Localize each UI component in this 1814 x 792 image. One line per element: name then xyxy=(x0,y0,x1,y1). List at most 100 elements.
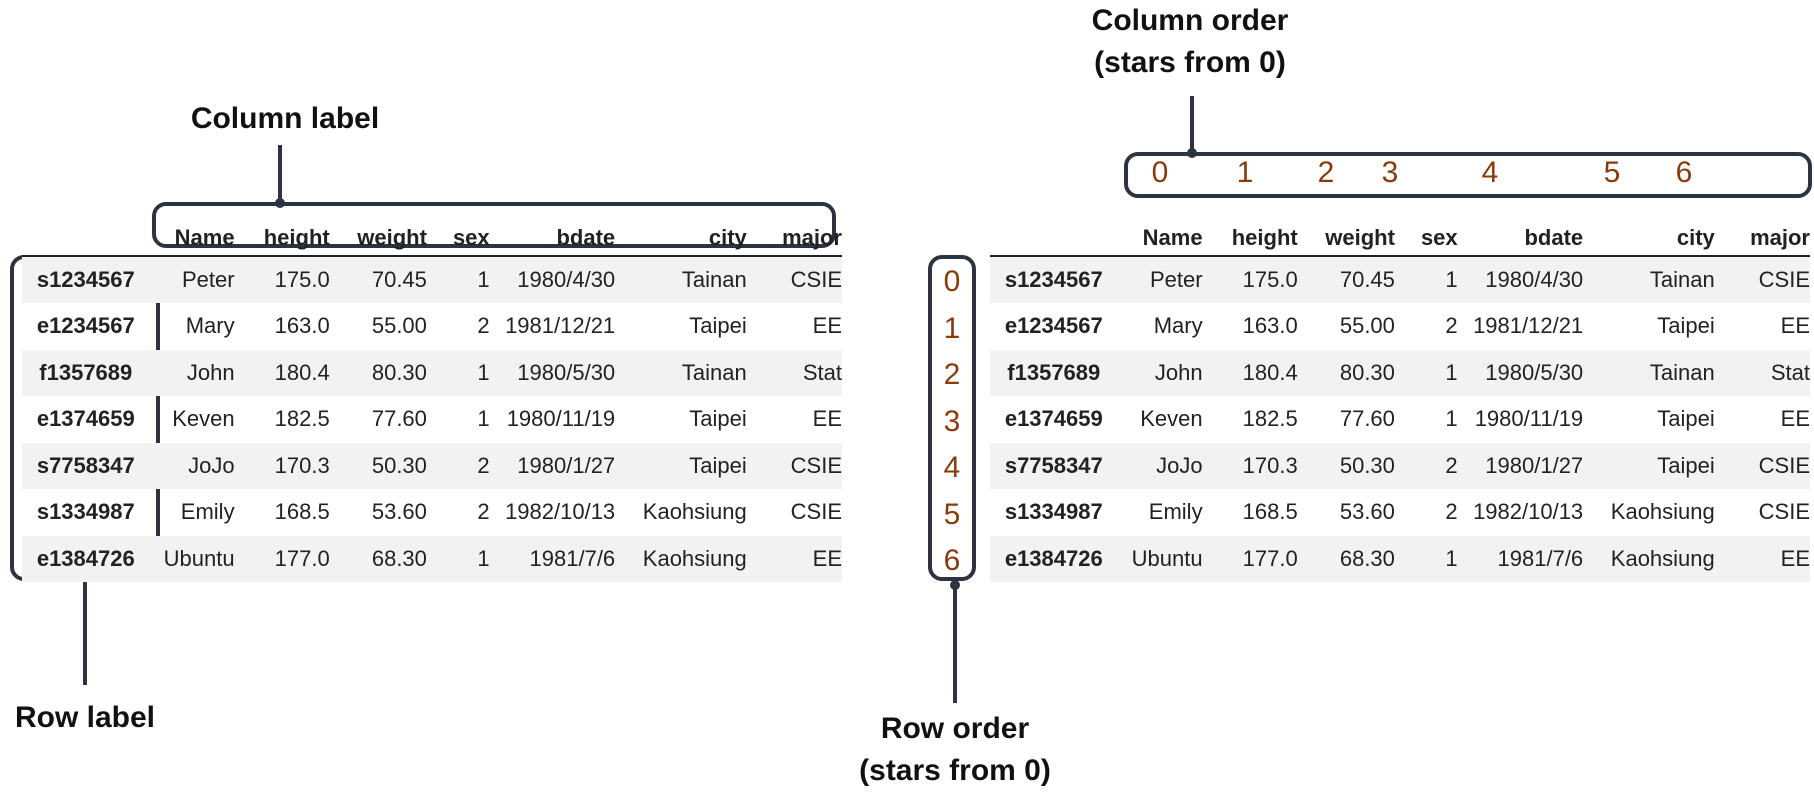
table-cell: Ubuntu xyxy=(149,535,235,582)
table-cell: 53.60 xyxy=(1339,499,1395,525)
dataframe-table-right: Name height weight sex bdate city major … xyxy=(990,204,1810,582)
row-order-connector xyxy=(953,585,957,703)
table-cell: JoJo xyxy=(149,442,235,489)
table-cell: Taipei xyxy=(1583,442,1715,489)
table-cell: 168.5 xyxy=(274,499,330,525)
table-cell: 1980/4/30 xyxy=(1457,255,1584,303)
column-header: major xyxy=(746,204,842,257)
table-cell: Tainan xyxy=(615,349,747,396)
table-cell: Taipei xyxy=(1657,406,1715,432)
header-row: Name height weight sex bdate city major xyxy=(22,204,842,257)
table-cell: 177.0 xyxy=(1202,535,1298,582)
table-cell: 1980/1/27 xyxy=(1457,442,1584,489)
table-cell: 1 xyxy=(426,349,490,396)
table-cell: 1981/7/6 xyxy=(489,535,616,582)
table-cell: CSIE xyxy=(746,255,842,303)
table-cell: CSIE xyxy=(1758,499,1810,525)
table-cell: Taipei xyxy=(689,313,747,339)
row-label: s1334987 xyxy=(1004,499,1103,525)
table-cell: 1980/5/30 xyxy=(1457,349,1584,396)
table-cell: 180.4 xyxy=(1202,349,1298,396)
table-cell: 2 xyxy=(1394,442,1458,489)
table-cell: John xyxy=(1117,349,1203,396)
row-order-number: 3 xyxy=(943,404,961,438)
column-order-caption-line1: Column order xyxy=(1091,4,1289,37)
table-cell: 53.60 xyxy=(371,499,427,525)
table-cell: 1980/1/27 xyxy=(489,442,616,489)
table-cell: 1981/7/6 xyxy=(1457,535,1584,582)
table-cell: 1981/12/21 xyxy=(1473,313,1584,339)
table-cell: 2 xyxy=(477,313,490,339)
table-cell: 182.5 xyxy=(274,406,330,432)
column-order-caption-line2: (stars from 0) xyxy=(1094,46,1286,79)
column-header: bdate xyxy=(489,204,616,257)
table-cell: 1 xyxy=(1445,406,1458,432)
column-header: Name xyxy=(1117,204,1203,257)
table-cell: EE xyxy=(812,406,842,432)
table-cell: 177.0 xyxy=(234,535,330,582)
column-order-number: 3 xyxy=(1381,156,1399,189)
table-cell: Kaohsiung xyxy=(1583,535,1715,582)
table-cell: Taipei xyxy=(689,406,747,432)
row-order-caption-line1: Row order xyxy=(880,712,1030,745)
index-header-blank xyxy=(990,204,1118,257)
table-cell: CSIE xyxy=(746,442,842,489)
row-label: s1234567 xyxy=(22,255,150,303)
column-order-number: 5 xyxy=(1603,156,1621,189)
table-cell: 1982/10/13 xyxy=(1473,499,1584,525)
column-header: major xyxy=(1714,204,1810,257)
row-order-number: 0 xyxy=(943,265,961,298)
row-label-connector xyxy=(83,575,87,685)
index-header-blank xyxy=(22,204,150,257)
row-label: s7758347 xyxy=(990,442,1118,489)
column-header: Name xyxy=(149,204,235,257)
column-header: bdate xyxy=(1457,204,1584,257)
table-cell: 163.0 xyxy=(1242,313,1298,339)
table-cell: Mary xyxy=(1153,313,1203,339)
row-label: e1234567 xyxy=(1004,313,1103,339)
table-cell: 80.30 xyxy=(1297,349,1395,396)
row-label: e1374659 xyxy=(36,406,135,432)
table-cell: 80.30 xyxy=(329,349,427,396)
column-order-caption: Column order (stars from 0) xyxy=(1060,0,1320,84)
table-cell: CSIE xyxy=(1714,442,1810,489)
column-label-caption: Column label xyxy=(190,102,380,135)
column-order-number: 2 xyxy=(1317,156,1335,189)
row-label: s7758347 xyxy=(22,442,150,489)
table-cell: 168.5 xyxy=(1242,499,1298,525)
table-cell: 1980/5/30 xyxy=(489,349,616,396)
table-cell: 170.3 xyxy=(234,442,330,489)
table-cell: 1981/12/21 xyxy=(505,313,616,339)
row-label: s1334987 xyxy=(36,499,135,525)
column-header: city xyxy=(615,204,747,257)
row-order-number: 2 xyxy=(943,358,961,391)
table-cell: Kaohsiung xyxy=(1610,499,1715,525)
table-cell: Stat xyxy=(1714,349,1810,396)
table-cell: 170.3 xyxy=(1202,442,1298,489)
column-header: weight xyxy=(329,204,427,257)
table-cell: Peter xyxy=(1117,255,1203,303)
table-cell: 163.0 xyxy=(274,313,330,339)
column-header: height xyxy=(1202,204,1298,257)
row-label: e1384726 xyxy=(22,535,150,582)
dataframe-table-left: Name height weight sex bdate city major … xyxy=(22,204,842,582)
table-cell: Ubuntu xyxy=(1117,535,1203,582)
table-cell: Kaohsiung xyxy=(615,535,747,582)
table-cell: Stat xyxy=(746,349,842,396)
table-cell: Mary xyxy=(185,313,235,339)
row-label: e1234567 xyxy=(36,313,135,339)
table-cell: 68.30 xyxy=(329,535,427,582)
column-header: sex xyxy=(426,204,490,257)
table-cell: Emily xyxy=(180,499,235,525)
column-header: weight xyxy=(1297,204,1395,257)
table-cell: Taipei xyxy=(1657,313,1715,339)
row-order-caption-line2: (stars from 0) xyxy=(859,754,1051,787)
table-cell: 182.5 xyxy=(1242,406,1298,432)
